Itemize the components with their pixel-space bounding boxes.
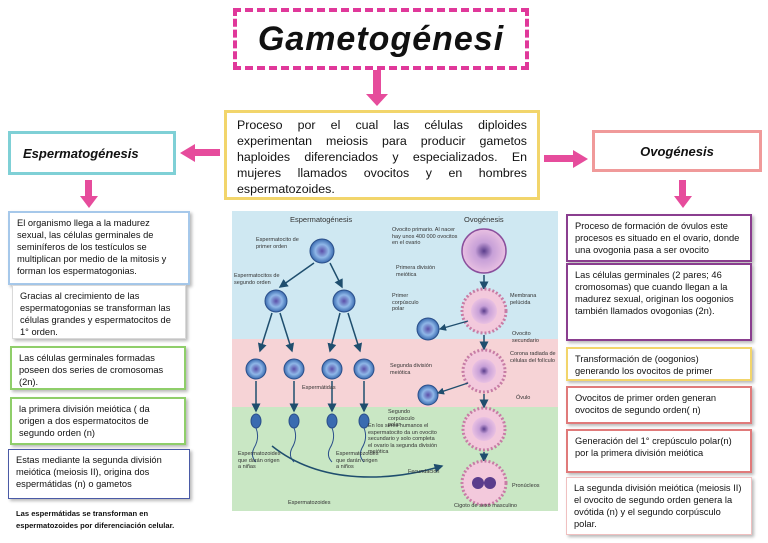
ovo-card-2: Las células germinales (2 pares; 46 crom…	[566, 263, 752, 341]
label-ovocito1: Ovocito primario. Al nacer hay unos 400 …	[392, 227, 458, 246]
arrow-title-to-intro-head	[366, 94, 388, 106]
label-nota: En los seres humanos el espermatocito da…	[368, 423, 438, 455]
definition-box: Proceso por el cual las células diploide…	[224, 110, 540, 200]
diagram-svg	[245, 228, 508, 507]
label-espermatocito1: Espermatocito de primer orden	[256, 237, 299, 250]
label-espermatocitos2: Espermatocitos de segundo orden	[234, 273, 280, 286]
arrow-to-ovogenesis-head	[573, 150, 588, 168]
label-esp-y: Espermatozoides que darán origen a niños	[336, 451, 379, 470]
esp-card-3: Las células germinales formadas poseen d…	[10, 346, 186, 390]
arrow-ovo-down	[679, 180, 686, 198]
esp-card-4: la primera división meiótica ( da origen…	[10, 397, 186, 445]
ovo-card-4: Ovocitos de primer orden generan ovocito…	[566, 386, 752, 424]
label-fecundacion: Fecundación	[408, 469, 440, 475]
ovo-card-6: La segunda división meiótica (meiosis II…	[566, 477, 752, 535]
label-primer-corpusculo: Primer corpúsculo polar	[392, 293, 419, 312]
ovogenesis-heading: Ovogénesis	[592, 130, 762, 172]
arrow-to-ovogenesis	[544, 155, 574, 162]
figure-esp-title: Espermatogénesis	[290, 215, 353, 224]
follicle-primary	[460, 287, 508, 335]
title-box: Gametogénesi	[233, 8, 529, 70]
espermatozoides-note: Las espermátidas se transforman en esper…	[16, 509, 175, 530]
label-espermatozoides: Espermatozoides	[288, 500, 331, 506]
label-segunda-division: Segunda división meiótica	[390, 363, 432, 376]
label-pronucleo: Pronúcleos	[512, 483, 540, 489]
label-esp-x: Espermatozoides que darán origen a niñas	[238, 451, 281, 470]
label-ovocito2: Ovocito secundario	[512, 331, 539, 344]
ovum	[461, 406, 507, 452]
oocyte-secondary	[461, 348, 507, 394]
esp-card-5: Estas mediante la segunda división meiót…	[8, 449, 190, 499]
label-espermatidas: Espermátidas	[302, 385, 336, 391]
oocyte-primary	[461, 228, 507, 274]
ovo-card-1: Proceso de formación de óvulos este proc…	[566, 214, 752, 262]
label-corona: Corona radiada de células del folículo	[510, 351, 556, 364]
arrow-title-to-intro	[373, 70, 381, 96]
arrow-to-espermatogenesis-head	[180, 144, 195, 162]
ovogenesis-heading-text: Ovogénesis	[640, 143, 714, 159]
arrow-to-espermatogenesis	[194, 149, 220, 156]
ovo-card-3: Transformación de (oogonios) generando l…	[566, 347, 752, 381]
ovo-card-5: Generación del 1° crepúsculo polar(n) po…	[566, 429, 752, 473]
label-cigoto: Cigoto de sexo masculino	[454, 503, 517, 509]
label-segundo-corpusculo: Segundo corpúsculo polar	[388, 409, 415, 428]
spermatids	[245, 358, 375, 380]
spermatozoa	[250, 413, 370, 429]
label-primera-division: Primera división meiótica	[396, 265, 436, 278]
first-polar-body	[416, 317, 440, 341]
arrow-esp-down	[85, 180, 92, 198]
spermatocyte-secondary-1	[264, 289, 288, 313]
label-membrana: Membrana pelúcida	[510, 293, 537, 306]
spermatocyte-secondary-2	[332, 289, 356, 313]
gametogenesis-diagram: Espermatogénesis Ovogénesis Espermatocit…	[232, 211, 558, 511]
espermatogenesis-heading: Espermatogénesis	[8, 131, 176, 175]
second-polar-body	[417, 384, 439, 406]
esp-card-1: El organismo llega a la madurez sexual, …	[8, 211, 190, 285]
page-title: Gametogénesi	[257, 19, 505, 58]
espermatogenesis-heading-text: Espermatogénesis	[23, 145, 139, 161]
zygote	[460, 459, 508, 507]
esp-card-2: Gracias al crecimiento de las espermatog…	[12, 285, 186, 339]
figure-ovo-title: Ovogénesis	[464, 215, 504, 224]
arrow-esp-down-head	[80, 196, 98, 208]
arrow-ovo-down-head	[674, 196, 692, 208]
label-ovulo: Óvulo	[516, 395, 531, 401]
spermatocyte-primary	[309, 238, 335, 264]
